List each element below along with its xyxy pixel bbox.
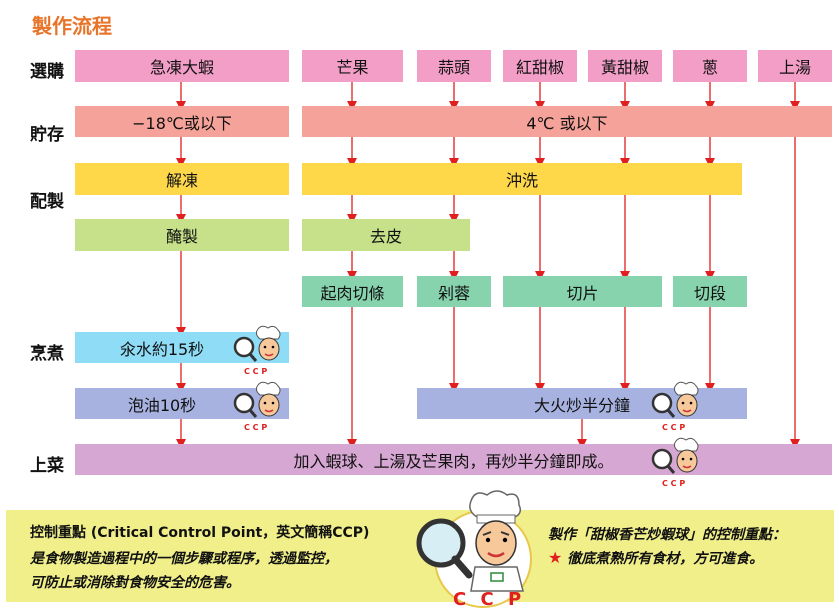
row-label-cook: 烹煮 [30, 344, 64, 364]
purchase-garlic: 蒜頭 [417, 50, 491, 82]
prep-marinate: 醃製 [75, 219, 289, 251]
prep-rinse: 沖洗 [302, 163, 742, 195]
purchase-red-pepper: 紅甜椒 [503, 50, 577, 82]
recipe-ccp-heading: 製作「甜椒香芒炒蝦球」的控制重點： [548, 527, 786, 543]
ccp-info-panel: 控制重點 (Critical Control Point，英文簡稱CCP) 是食… [6, 510, 834, 602]
ccp-chef-mascot-icon: C C P [416, 490, 532, 609]
purchase-mango: 芒果 [302, 50, 403, 82]
prep-thaw: 解凍 [75, 163, 289, 195]
serve-final-step: 加入蝦球、上湯及芒果肉，再炒半分鐘即成。 [75, 444, 832, 475]
ccp-chef-icon: C C P [651, 437, 699, 488]
prep-chop-garlic: 剁蓉 [417, 276, 491, 307]
row-label-prep: 配製 [30, 192, 64, 212]
prep-cut-onion: 切段 [673, 276, 747, 307]
ccp-chef-icon: C C P [233, 381, 281, 432]
ccp-definition-heading: 控制重點 (Critical Control Point，英文簡稱CCP) [30, 525, 370, 541]
storage-chilled: 4℃ 或以下 [302, 106, 832, 137]
purchase-yellow-pepper: 黃甜椒 [588, 50, 662, 82]
page-title: 製作流程 [32, 14, 112, 38]
prep-slice-pepper: 切片 [503, 276, 662, 307]
storage-frozen: −18℃或以下 [75, 106, 289, 137]
ccp-chef-icon: C C P [651, 381, 699, 432]
ccp-mascot-label: C C P [453, 589, 525, 609]
star-icon: ★ [548, 548, 563, 567]
ccp-label: C C P [244, 367, 267, 376]
purchase-stock: 上湯 [758, 50, 832, 82]
prep-peel: 去皮 [302, 219, 470, 251]
ccp-definition-line: 可防止或消除對食物安全的危害。 [30, 575, 240, 591]
row-label-purchase: 選購 [30, 62, 64, 82]
prep-cut-mango: 起肉切條 [302, 276, 403, 307]
recipe-ccp-text: 徹底煮熟所有食材，方可進食。 [567, 551, 764, 567]
recipe-ccp-point: ★ 徹底煮熟所有食材，方可進食。 [548, 548, 763, 568]
row-label-serve: 上菜 [30, 456, 64, 476]
row-label-storage: 貯存 [30, 125, 64, 145]
purchase-spring-onion: 蔥 [673, 50, 747, 82]
ccp-label: C C P [244, 423, 267, 432]
ccp-definition-line: 是食物製造過程中的一個步驟或程序，透過監控， [30, 551, 338, 567]
purchase-frozen-prawn: 急凍大蝦 [75, 50, 289, 82]
ccp-label: C C P [662, 479, 685, 488]
ccp-label: C C P [662, 423, 685, 432]
ccp-chef-icon: C C P [233, 325, 281, 376]
